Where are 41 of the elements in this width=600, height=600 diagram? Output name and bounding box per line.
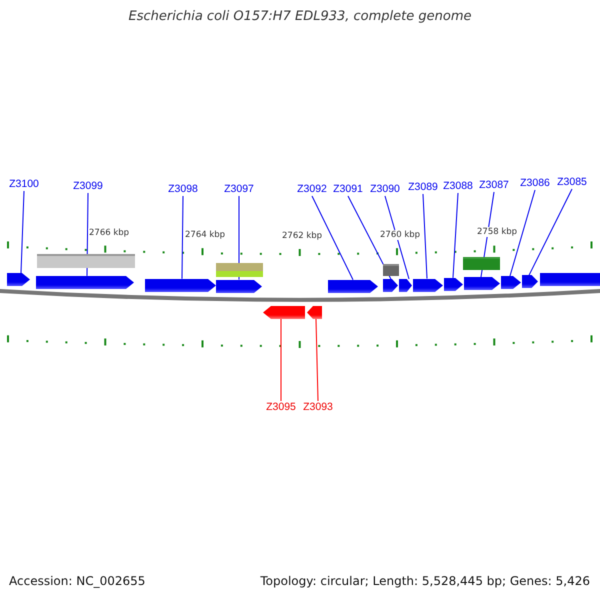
gene-feature: [307, 306, 322, 319]
feature-bar: [216, 262, 263, 277]
feature-bar: [383, 264, 399, 276]
gene-feature: [464, 277, 500, 290]
gene-label: Z3100: [0, 178, 49, 191]
leader-line: [510, 190, 536, 277]
leader-line: [528, 188, 572, 276]
gene-label: Z3098: [158, 183, 208, 196]
leader-line: [312, 196, 354, 280]
leader-line: [384, 196, 410, 280]
gene-feature: [263, 306, 305, 319]
gene-feature: [328, 280, 378, 293]
gene-feature: [145, 278, 216, 292]
leader-line: [348, 196, 392, 280]
chart-title: Escherichia coli O157:H7 EDL933, complete genome: [128, 9, 472, 24]
gene-feature: [522, 275, 538, 288]
leader-line: [182, 196, 184, 280]
gene-label: Z3099: [63, 180, 113, 193]
leader-line: [280, 318, 282, 402]
gene-feature: [501, 276, 521, 290]
scale-label: 2760 kbp: [379, 230, 422, 240]
gene-feature: [399, 279, 412, 292]
footer-text: Accession: NC_002655: [9, 574, 146, 588]
gene-feature: [216, 280, 262, 293]
feature-bar: [463, 257, 500, 270]
gene-feature: [444, 278, 463, 291]
leader-line: [316, 318, 318, 402]
gene-feature: [7, 272, 30, 286]
gene-label: Z3097: [214, 183, 264, 196]
leader-line: [452, 192, 458, 278]
gene-feature: [383, 279, 398, 292]
leader-line: [422, 194, 428, 280]
feature-bar: [37, 254, 135, 268]
scale-label: 2758 kbp: [476, 227, 518, 237]
gene-feature: [36, 276, 134, 289]
scale-label: 2766 kbp: [88, 228, 130, 238]
leader-line: [20, 190, 24, 274]
scale-label: 2764 kbp: [184, 230, 226, 240]
gene-feature: [540, 273, 600, 286]
scale-label: 2762 kbp: [281, 231, 324, 241]
footer-text: Topology: circular; Length: 5,528,445 bp; Genes: 5,426: [260, 574, 590, 588]
